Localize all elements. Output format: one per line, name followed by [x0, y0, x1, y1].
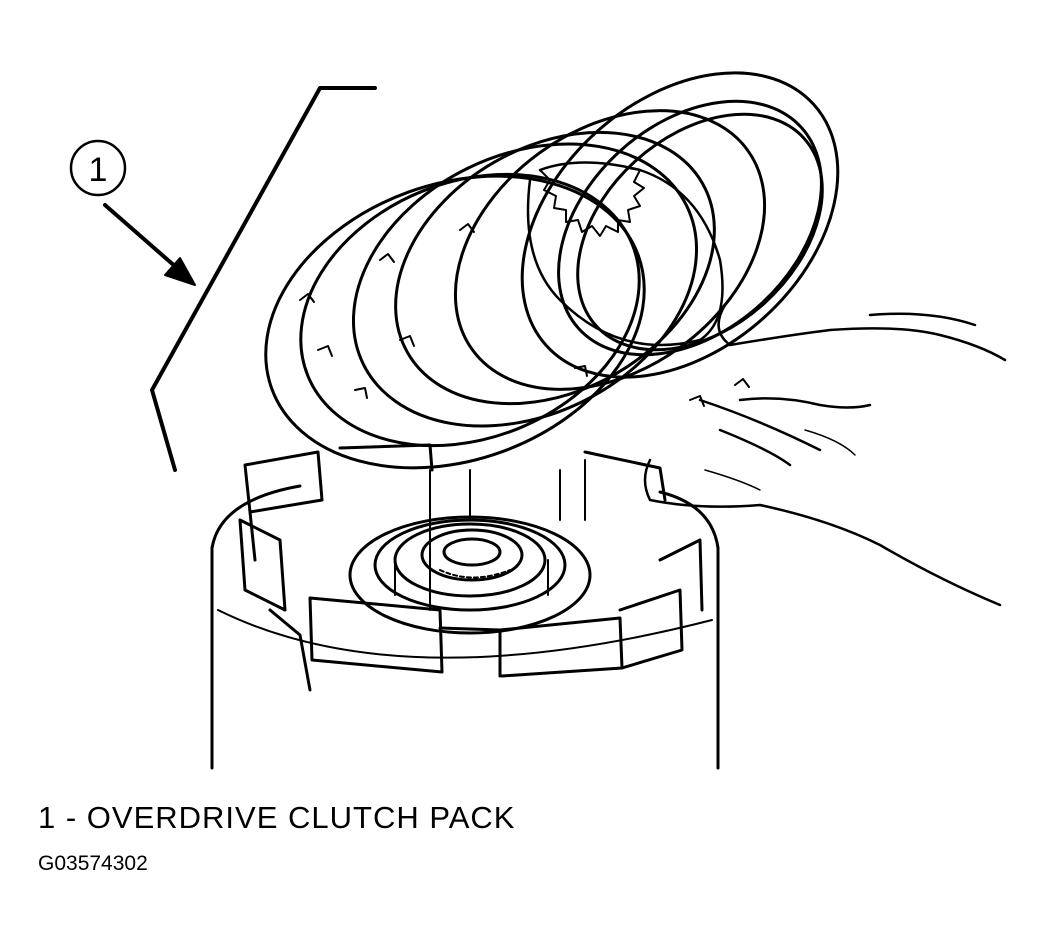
callout-arrow — [103, 203, 196, 286]
callout-number: 1 — [89, 151, 108, 189]
legend-caption: 1 - OVERDRIVE CLUTCH PACK — [38, 800, 516, 835]
clutch-hub — [348, 515, 592, 635]
hands — [643, 303, 1007, 607]
figure-id: G03574302 — [38, 852, 148, 875]
callout-bracket — [150, 86, 377, 472]
clutch-drum — [210, 443, 720, 770]
callout-circle — [69, 139, 127, 197]
clutch-plates — [264, 71, 840, 470]
